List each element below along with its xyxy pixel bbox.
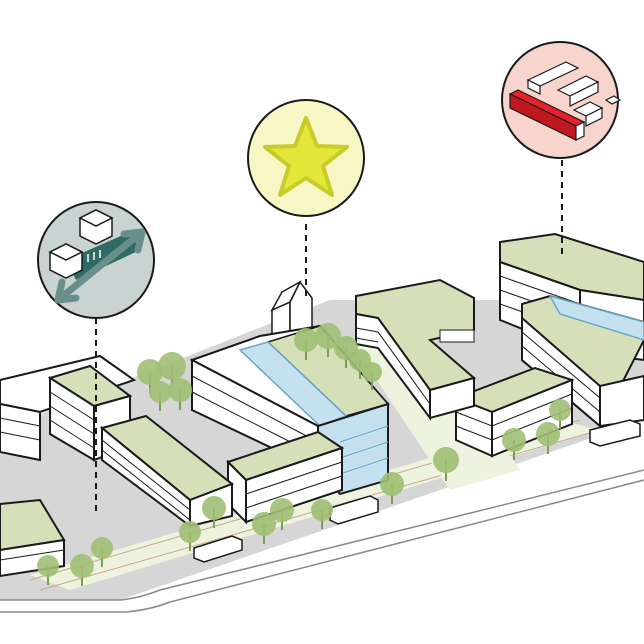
floors [355,327,431,405]
buildings [0,232,644,578]
floors [49,391,95,449]
tree [91,537,113,567]
tree-crown [536,422,560,446]
tree-crown [158,352,186,380]
facade-side [599,374,644,428]
tree [252,512,276,544]
block-c-side [585,107,603,127]
tree [202,496,226,528]
floors [245,461,343,509]
ground-edge-lower [0,479,644,613]
glass-roof [548,294,644,341]
callout-center [247,99,365,217]
callout-left [37,201,155,319]
trees [37,323,571,586]
facade-front [429,376,475,420]
tree-crown [311,499,333,521]
cube-back-top [78,209,114,227]
tree-crown [362,362,382,382]
tree-crown [37,555,59,577]
tree [536,422,560,454]
glass-atrium [238,341,348,427]
glass-floors [339,425,389,475]
tree [270,498,294,530]
block-d [604,95,622,105]
tree-crown [202,496,226,520]
tree-crown [137,359,163,385]
block-b-side [569,81,599,107]
tree-crown [91,537,113,559]
tree-crown [149,381,171,403]
floors [455,393,573,441]
connection-band [66,232,140,280]
building-center-right-l [355,278,477,422]
facade-side [439,329,475,343]
tree-crown [179,521,201,543]
tree-crown [168,378,192,402]
kiosk-1 [193,535,243,563]
facade [0,402,41,462]
building-center-front [226,430,345,525]
barrier-block-icon [508,61,622,141]
tree-crown [252,512,276,536]
tree [362,362,382,390]
kiosks [193,419,641,563]
callout-right [501,41,622,159]
tree-crown [433,447,459,473]
tree [70,554,94,586]
tree [149,381,171,411]
ground-edge-curb [0,469,644,601]
building-link-icon [48,209,146,304]
double-arrow-icon [54,228,146,304]
tree [179,521,201,551]
block-a-side [527,79,541,95]
tree [311,499,333,529]
tree-crown [294,328,318,352]
tree [168,378,192,410]
floors [101,439,191,521]
small-arrows [87,250,101,262]
tree-crown [380,472,404,496]
tree-crown [270,498,294,522]
floors [0,549,65,561]
tree [315,323,341,357]
tree [37,555,59,585]
building-right-diagonal [521,294,644,429]
building-center-main [189,324,390,496]
tree [549,399,571,429]
cube-front-top [48,243,84,261]
kiosk-3 [589,419,641,447]
kiosk-2 [329,495,379,525]
tree-crown [315,323,341,349]
tree-crown [549,399,571,421]
callout-leaders [95,160,563,512]
tree [380,472,404,504]
tree-crown [502,428,526,452]
tree-crown [70,554,94,578]
tree [294,328,318,360]
red-barrier-end [575,121,585,141]
star-icon [263,116,349,197]
tree [433,447,459,481]
floors [0,417,41,441]
house-roof [270,280,302,312]
tree [502,428,526,460]
